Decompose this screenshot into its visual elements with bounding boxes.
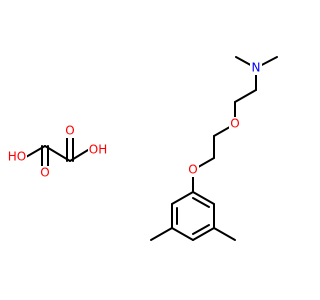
atom-ether-o-bottom: O [188,163,197,177]
atom-oh-right: OH [89,143,107,157]
atom-layer: HO OH O O O O N [7,61,262,180]
atom-bg-ho-left [7,149,27,165]
bond-c1-c2 [44,145,71,162]
atom-o-carbonyl-left: O [40,166,49,180]
atom-bg-oh-right [88,142,108,158]
bond-ring-methyl-left [150,227,173,241]
atom-bg-ether-o-top [229,117,241,131]
atom-bg-amine-n [250,61,262,75]
ring-double-2 [192,224,210,235]
bond-ring-methyl-right [213,227,236,241]
atom-ether-o-top: O [230,117,239,131]
atom-amine-n: N [252,61,261,75]
ring-bond-3 [171,227,194,241]
bond-ch2-ch2-a [234,89,257,103]
atom-o-carbonyl-right: O [65,124,74,138]
bond-layer [25,56,278,241]
ring-double-3 [192,197,210,208]
atom-bg-o-carbonyl-left [39,166,51,180]
atom-bg-ether-o-bottom [187,163,199,177]
ring-bond-4 [192,227,215,241]
ring-bond-6 [192,191,215,205]
ring-bond-1 [171,191,194,205]
atom-ho-left: HO [8,150,26,164]
molecule-diagram: HO OH O O O O N [7,56,278,241]
atom-bg-o-carbonyl-right [64,124,76,138]
